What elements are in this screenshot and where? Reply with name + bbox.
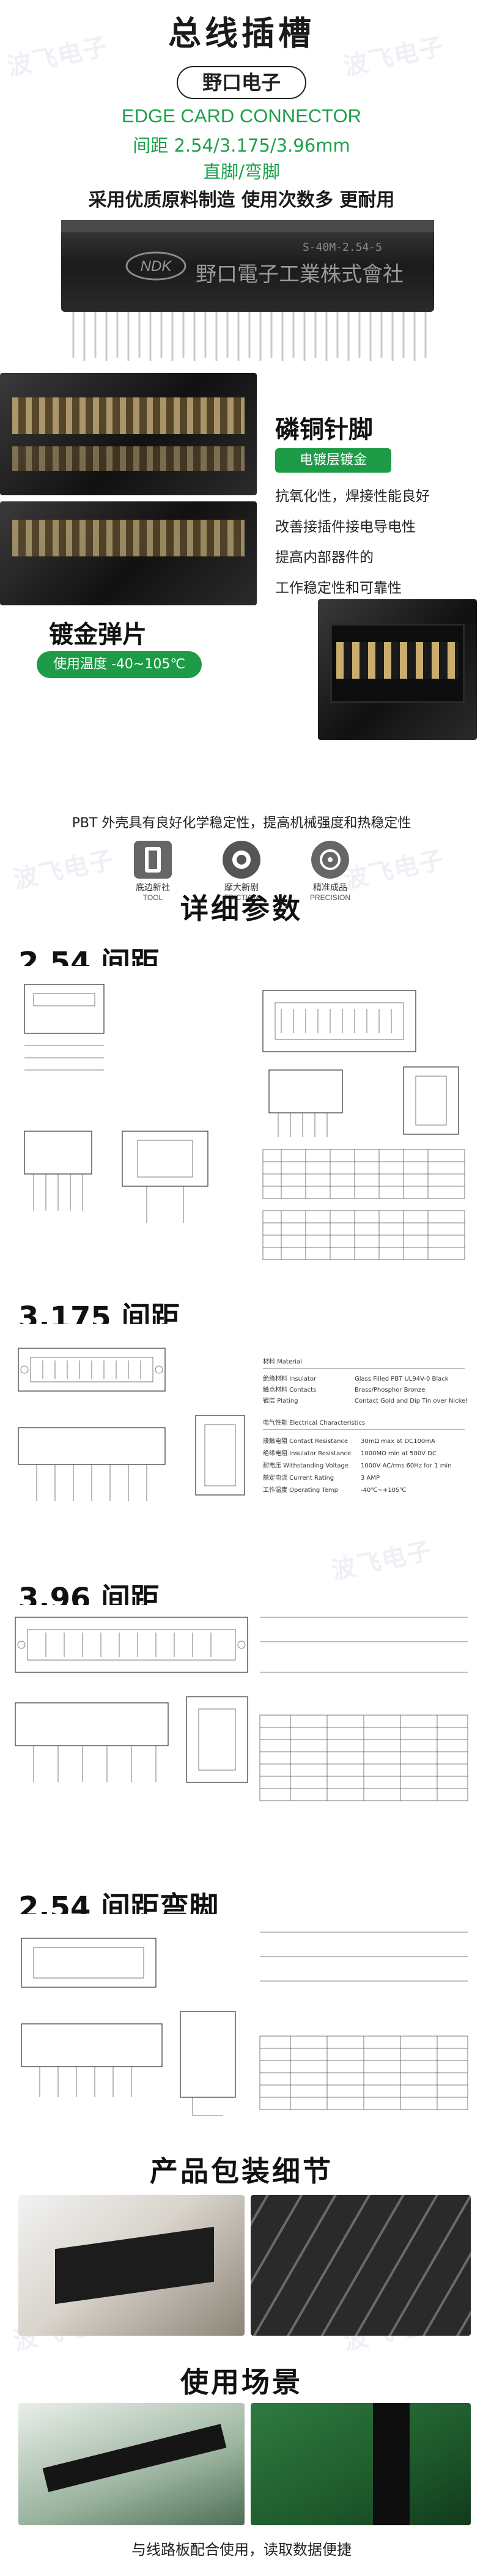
connector-photo: NDK S-40M-2.54-5 野口電子工業株式會社 bbox=[61, 220, 434, 361]
pitch-line: 间距 2.54/3.175/3.96mm bbox=[133, 135, 350, 156]
spec-row-value: 30mΩ max at DC100mA bbox=[361, 1438, 435, 1445]
spec-row-value: Brass/Phosphor Bronze bbox=[355, 1387, 425, 1393]
logo-text: NDK bbox=[141, 258, 172, 275]
spec-row-label: 耐电压 Withstanding Voltage bbox=[263, 1461, 348, 1469]
drawing-3175 bbox=[0, 1324, 257, 1568]
contact-pins-photo-bottom bbox=[0, 501, 257, 605]
spec-row-value: 1000V AC/rms 60Hz for 1 min bbox=[361, 1463, 452, 1469]
gold-plating-badge: 电镀层镀金 bbox=[275, 448, 391, 473]
spec-row-label: 镀层 Plating bbox=[263, 1397, 298, 1404]
gear-icon bbox=[223, 841, 260, 879]
copper-feature-line-1: 抗氧化性，焊接性能良好 bbox=[275, 489, 430, 504]
packaging-photo-left bbox=[18, 2195, 245, 2336]
target-icon bbox=[311, 841, 349, 879]
spec-row-label: 绝缘电阻 Insulator Resistance bbox=[263, 1449, 351, 1457]
icon-friction: 摩大新剧 FRICTION bbox=[211, 841, 272, 902]
copper-feature-line-3: 提高内部器件的 bbox=[275, 550, 374, 566]
gold-spring-photo bbox=[318, 599, 477, 740]
icon-tool: 底边新社 TOOL bbox=[122, 841, 183, 902]
drawing-396 bbox=[3, 1605, 480, 1850]
spec-sheet: 材料 Material 绝缘材料 Insulator Glass Filled … bbox=[257, 1351, 477, 1529]
watermark: 波飞电子 bbox=[328, 1536, 435, 1585]
icon-label-cn: 底边新社 bbox=[136, 883, 170, 893]
copper-pins-title: 磷铜针脚 bbox=[275, 416, 373, 444]
icon-label-cn: 摩大新剧 bbox=[224, 883, 259, 893]
pin-type: 直脚/弯脚 bbox=[203, 161, 280, 182]
material-title: 材料 Material bbox=[263, 1357, 302, 1365]
icon-label-en: TOOL bbox=[142, 893, 163, 902]
usage-title: 使用场景 bbox=[180, 2366, 303, 2399]
usage-photo-right bbox=[251, 2403, 471, 2525]
spec-row-value: 1000MΩ min at 500V DC bbox=[361, 1450, 437, 1457]
spec-row-label: 触点材料 Contacts bbox=[263, 1386, 316, 1393]
icon-precision: 精准成品 PRECISION bbox=[300, 841, 361, 902]
icon-label-en: PRECISION bbox=[309, 893, 350, 902]
spec-row-value: Glass Filled PBT UL94V-0 Black bbox=[355, 1376, 449, 1382]
copper-feature-line-4: 工作稳定性和可靠性 bbox=[275, 580, 402, 596]
usage-photo-left bbox=[18, 2403, 245, 2525]
product-name-en: EDGE CARD CONNECTOR bbox=[121, 105, 362, 127]
pbt-housing-text: PBT 外壳具有良好化学稳定性，提高机械强度和热稳定性 bbox=[72, 816, 411, 831]
brand-badge: 野口电子 bbox=[177, 66, 306, 99]
slogan: 采用优质原料制造 使用次数多 更耐用 bbox=[88, 190, 395, 211]
icon-label-cn: 精准成品 bbox=[313, 883, 347, 893]
contact-pins-photo-top bbox=[0, 373, 257, 495]
temperature-badge: 使用温度 -40~105℃ bbox=[37, 651, 202, 678]
spec-row-value: -40℃~+105℃ bbox=[361, 1487, 407, 1494]
electrical-title: 电气性能 Electrical Characteristics bbox=[263, 1419, 365, 1426]
spec-row-value: Contact Gold and Dip Tin over Nickel bbox=[355, 1398, 467, 1404]
usage-caption: 与线路板配合使用，读取数据便捷 bbox=[131, 2541, 352, 2558]
packaging-title: 产品包装细节 bbox=[150, 2155, 333, 2188]
spec-row-label: 绝缘材料 Insulator bbox=[263, 1375, 317, 1382]
drawing-254-right-angle bbox=[3, 1914, 480, 2146]
spec-row-label: 工作温度 Operating Temp bbox=[263, 1486, 338, 1494]
gold-spring-title: 镀金弹片 bbox=[49, 621, 147, 649]
page-title: 总线插槽 bbox=[168, 14, 315, 53]
details-title: 详细参数 bbox=[180, 892, 303, 925]
model-label: S-40M-2.54-5 bbox=[303, 241, 382, 254]
drawing-254 bbox=[0, 966, 483, 1296]
spec-row-label: 接触电阻 Contact Resistance bbox=[263, 1437, 348, 1445]
spec-row-label: 额定电流 Current Rating bbox=[263, 1474, 334, 1482]
copper-feature-line-2: 改善接插件接电导电性 bbox=[275, 519, 416, 535]
packaging-photo-right bbox=[251, 2195, 471, 2336]
spec-row-value: 3 AMP bbox=[361, 1475, 380, 1482]
icon-label-en: FRICTION bbox=[224, 893, 259, 902]
wrench-icon bbox=[134, 841, 172, 879]
maker-text: 野口電子工業株式會社 bbox=[196, 262, 404, 287]
